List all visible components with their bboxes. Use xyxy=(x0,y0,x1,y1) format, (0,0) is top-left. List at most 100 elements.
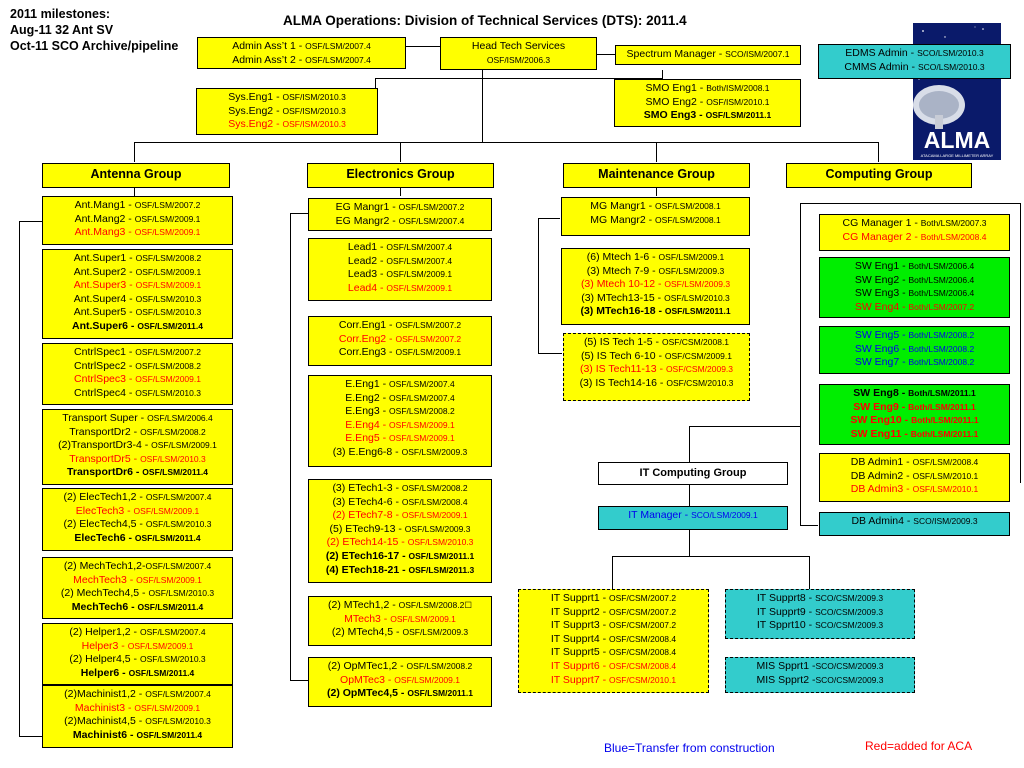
role-line: Admin Ass’t 1 - OSF/LSM/2007.4 xyxy=(200,40,403,54)
role-line: DB Admin3 - OSF/LSM/2010.1 xyxy=(822,483,1007,497)
maintenance-group-header: Maintenance Group xyxy=(563,163,750,188)
role-title: (3) IS Tech11-13 - xyxy=(579,363,666,376)
connector-line xyxy=(878,142,879,162)
role-line: SMO Eng1 - Both/ISM/2008.1 xyxy=(617,82,798,96)
role-code: OSF/LSM/2008.2 xyxy=(140,426,206,437)
db-admin4-box: DB Admin4 - SCO/ISM/2009.3 xyxy=(819,512,1010,536)
role-code: OSF/LSM/2010.1 xyxy=(912,470,979,481)
role-title: Machinist6 - xyxy=(72,728,137,741)
role-code: OSF/ISM/2010.3 xyxy=(282,105,346,116)
role-line: (3) MTech13-15 - OSF/LSM/2010.3 xyxy=(564,292,747,306)
role-code: OSF/LSM/2009.1 xyxy=(133,505,200,516)
role-line: SW Eng6 - Both/LSM/2008.2 xyxy=(822,343,1007,357)
role-title: (2)TransportDr3-4 - xyxy=(58,439,152,452)
role-title: CntrlSpec4 - xyxy=(74,386,136,399)
connector-line xyxy=(656,142,657,162)
role-line: Admin Ass’t 2 - OSF/LSM/2007.4 xyxy=(200,54,403,68)
role-code: OSF/LSM/2007.4 xyxy=(145,561,212,571)
role-line: IT Supprt4 - OSF/CSM/2008.4 xyxy=(521,633,706,647)
connector-line xyxy=(400,142,401,162)
connector-line xyxy=(538,218,539,353)
role-title: (2) MechTech4,5 - xyxy=(60,587,149,600)
computing-group-header: Computing Group xyxy=(786,163,972,188)
role-code: SCO/CSM/2009.3 xyxy=(815,661,884,671)
role-title: Head Tech Services xyxy=(471,40,566,52)
role-code: OSF/LSM/2008.4 xyxy=(912,457,979,467)
etech-box: (3) ETech1-3 - OSF/LSM/2008.2(3) ETech4-… xyxy=(308,479,492,583)
legend-red: Red=added for ACA xyxy=(865,739,973,753)
role-line: (2) MTech4,5 - OSF/LSM/2009.3 xyxy=(311,626,489,640)
role-line: CG Manager 2 - Both/LSM/2008.4 xyxy=(822,231,1007,245)
role-code: SCO/ISM/2009.3 xyxy=(913,516,978,526)
is-tech-box: (5) IS Tech 1-5 - OSF/CSM/2008.1(5) IS T… xyxy=(563,333,750,401)
role-line: Machinist3 - OSF/LSM/2009.1 xyxy=(45,702,230,716)
role-code: OSF/LSM/2008.2 xyxy=(135,360,201,371)
role-line: CMMS Admin - SCO/LSM/2010.3 xyxy=(821,61,1008,75)
role-code: OSF/LSM/2009.1 xyxy=(135,266,202,277)
role-title: (5) IS Tech 1-5 - xyxy=(583,336,662,348)
role-line: CntrlSpec3 - OSF/LSM/2009.1 xyxy=(45,373,230,387)
role-line: (2) ETech14-15 - OSF/LSM/2010.3 xyxy=(311,536,489,550)
role-line: (3) ETech1-3 - OSF/LSM/2008.2 xyxy=(311,482,489,496)
milestones-line: Oct-11 SCO Archive/pipeline xyxy=(10,39,179,53)
role-code: OSF/LSM/2008.2 xyxy=(401,483,468,493)
role-line: MIS Spprt1 -SCO/CSM/2009.3 xyxy=(728,660,912,674)
role-code: OSF/CSM/2008.4 xyxy=(609,647,677,658)
role-line: (5) IS Tech 6-10 - OSF/CSM/2009.1 xyxy=(566,350,747,364)
role-title: MechTech6 - xyxy=(71,600,138,613)
role-code: OSF/LSM/2010.3 xyxy=(135,307,202,318)
role-line: Head Tech Services xyxy=(443,40,594,54)
role-code: OSF/LSM/2009.3 xyxy=(401,446,468,457)
role-title: Corr.Eng3 - xyxy=(338,346,396,359)
role-code: Both/LSM/2008.2 xyxy=(908,357,975,368)
role-title: IT Supprt2 - xyxy=(550,605,610,618)
role-title: CG Manager 2 - xyxy=(842,230,921,243)
role-code: Both/LSM/2011.1 xyxy=(910,428,979,439)
role-title: EG Mangr2 - xyxy=(335,214,399,227)
role-code: OSF/CSM/2008.4 xyxy=(609,660,677,671)
role-code: OSF/CSM/2007.2 xyxy=(609,606,677,617)
role-line: E.Eng5 - OSF/LSM/2009.1 xyxy=(311,432,489,446)
role-code: OSF/LSM/2011.4 xyxy=(142,467,208,478)
role-title: Sys.Eng2 - xyxy=(228,118,283,131)
role-title: ElecTech6 - xyxy=(74,531,135,544)
role-code: OSF/LSM/2007.4 xyxy=(145,689,211,699)
role-title: EG Mangr1 - xyxy=(335,201,399,213)
role-title: Spectrum Manager - xyxy=(626,48,726,60)
role-title: (2) ElecTech4,5 - xyxy=(63,518,146,531)
role-title: DB Admin4 - xyxy=(851,515,914,527)
role-line: OpMTec3 - OSF/LSM/2009.1 xyxy=(311,674,489,688)
role-title: (3) ETech4-6 - xyxy=(332,495,402,508)
role-code: OSF/LSM/2007.4 xyxy=(386,255,453,266)
role-line: CntrlSpec4 - OSF/LSM/2010.3 xyxy=(45,387,230,401)
role-title: SW Eng1 - xyxy=(854,260,909,272)
role-title: SW Eng4 - xyxy=(854,300,909,313)
role-title: (2) ETech16-17 - xyxy=(325,549,409,562)
role-code: OSF/LSM/2007.4 xyxy=(145,492,212,502)
role-line: Transport Super - OSF/LSM/2006.4 xyxy=(45,412,230,426)
connector-line xyxy=(482,78,662,79)
role-line: (2) ETech16-17 - OSF/LSM/2011.1 xyxy=(311,550,489,564)
role-code: OSF/LSM/2007.2 xyxy=(395,320,462,330)
role-code: OSF/CSM/2010.1 xyxy=(609,674,677,685)
role-code: OSF/LSM/2009.1 xyxy=(386,282,453,293)
role-line: SMO Eng3 - OSF/LSM/2011.1 xyxy=(617,109,798,123)
role-title: SW Eng11 - xyxy=(850,427,911,440)
role-title: MTech3 - xyxy=(344,612,391,625)
role-line: ElecTech6 - OSF/LSM/2011.4 xyxy=(45,532,230,546)
connector-line xyxy=(800,203,801,525)
role-line: (4) ETech18-21 - OSF/LSM/2011.3 xyxy=(311,564,489,578)
role-code: OSF/ISM/2010.1 xyxy=(706,96,770,107)
role-code: OSF/CSM/2007.2 xyxy=(609,620,677,631)
role-line: (5) ETech9-13 - OSF/LSM/2009.3 xyxy=(311,523,489,537)
connector-line xyxy=(375,78,483,79)
role-title: MechTech3 - xyxy=(73,573,137,586)
role-code: Both/LSM/2006.4 xyxy=(908,261,975,271)
role-title: E.Eng4 - xyxy=(345,418,390,431)
role-line: (3) IS Tech11-13 - OSF/CSM/2009.3 xyxy=(566,363,747,377)
role-code: OSF/CSM/2008.4 xyxy=(609,633,677,644)
role-title: Ant.Super5 - xyxy=(73,306,136,319)
role-title: IT Supprt5 - xyxy=(550,646,610,659)
